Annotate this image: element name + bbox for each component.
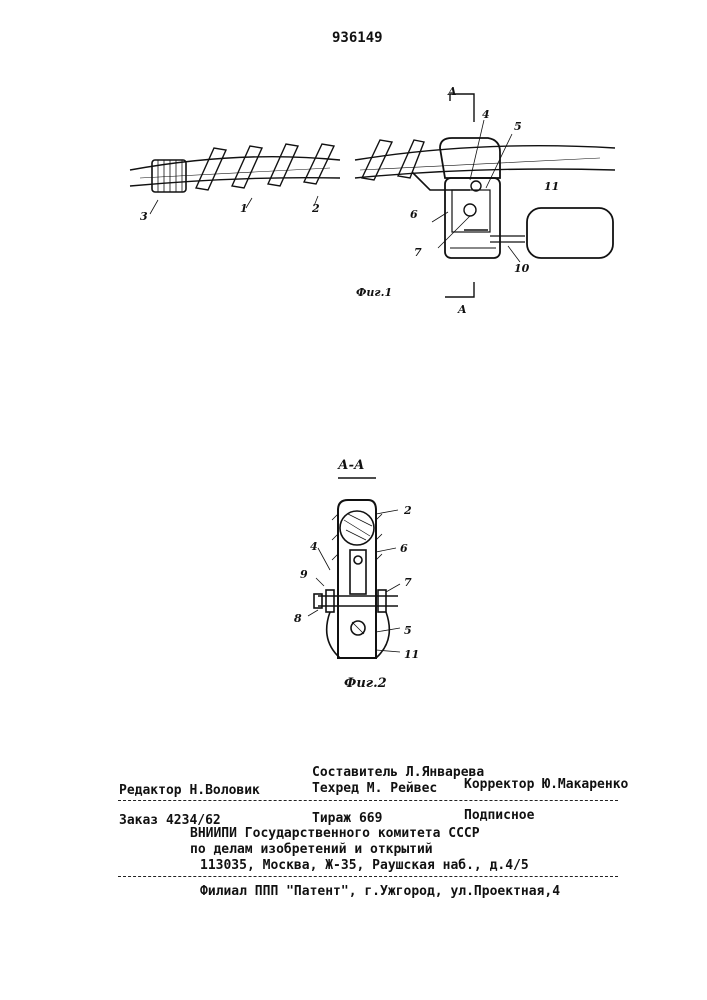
footer-divider-bottom — [118, 876, 618, 877]
footer-divider-top — [118, 800, 618, 801]
footer-techred: Техред М. Рейвес — [312, 781, 437, 796]
fig2-caption: Фиг.2 — [344, 676, 387, 691]
fig2-label-5: 5 — [404, 624, 412, 637]
fig2-label-4: 4 — [310, 540, 318, 553]
footer-print-run: Тираж 669 — [312, 811, 382, 826]
fig2-label-8: 8 — [294, 612, 302, 625]
footer-org-line1: ВНИИПИ Государственного комитета СССР — [190, 826, 480, 841]
footer-branch: Филиал ППП "Патент", г.Ужгород, ул.Проек… — [200, 884, 560, 899]
footer-org-line3: 113035, Москва, Ж-35, Раушская наб., д.4… — [200, 858, 529, 873]
fig2-label-11: 11 — [404, 648, 419, 661]
footer-editor: Редактор Н.Воловик — [119, 783, 260, 798]
fig2-label-6: 6 — [400, 542, 408, 555]
fig2-label-9: 9 — [300, 568, 308, 581]
footer-composer: Составитель Л.Январева — [312, 765, 484, 780]
fig2-section-title: А-А — [338, 458, 365, 473]
footer-subscription: Подписное — [464, 808, 534, 823]
fig2-label-2: 2 — [404, 504, 412, 517]
footer-org-line2: по делам изобретений и открытий — [190, 842, 433, 857]
fig2-label-7: 7 — [404, 576, 412, 589]
footer-corrector: Корректор Ю.Макаренко — [464, 777, 628, 792]
